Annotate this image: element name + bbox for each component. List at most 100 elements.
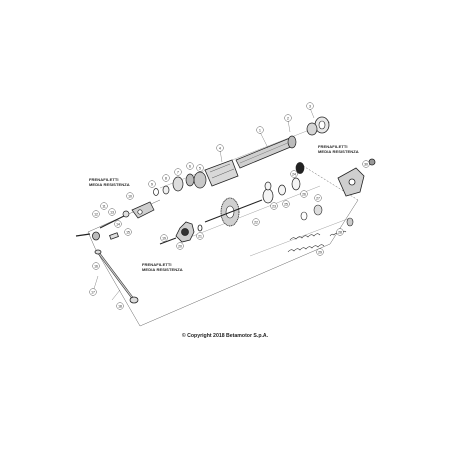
selector-fork bbox=[337, 158, 376, 197]
threadlocker-note-left-line2: MEDIA RESISTENZA bbox=[89, 182, 130, 187]
callout-circle bbox=[362, 160, 370, 168]
callout-circle bbox=[92, 262, 100, 270]
callout-circle bbox=[160, 234, 168, 242]
threadlocker-note-right: FRENAFILETTI MEDIA RESISTENZA bbox=[318, 144, 359, 154]
bearing-upper bbox=[306, 116, 330, 136]
shift-shaft bbox=[75, 231, 139, 304]
callout-19: 19 bbox=[160, 234, 168, 242]
callout-4: 4 bbox=[216, 144, 224, 152]
assembly-frame bbox=[87, 163, 359, 327]
callout-8: 8 bbox=[162, 174, 170, 182]
callout-label: 6 bbox=[189, 164, 191, 168]
callout-label: 1 bbox=[259, 128, 261, 132]
gear-large bbox=[204, 197, 263, 227]
callout-circle bbox=[176, 242, 184, 250]
callout-label: 18 bbox=[118, 304, 122, 308]
left-gears bbox=[153, 173, 195, 196]
callout-label: 19 bbox=[162, 236, 166, 240]
callout-circle bbox=[186, 162, 194, 170]
callout-circle bbox=[148, 180, 156, 188]
callout-circle bbox=[108, 208, 116, 216]
main-shaft bbox=[235, 135, 297, 169]
callout-circle bbox=[284, 114, 292, 122]
threadlocker-note-right-line2: MEDIA RESISTENZA bbox=[318, 149, 359, 154]
callout-label: 29 bbox=[318, 250, 322, 254]
callout-15: 15 bbox=[124, 228, 132, 236]
callout-circle bbox=[314, 194, 322, 202]
callout-10: 10 bbox=[126, 192, 134, 200]
callout-circle bbox=[116, 302, 124, 310]
threadlocker-note-right-line1: FRENAFILETTI bbox=[318, 144, 348, 149]
callout-label: 23 bbox=[272, 204, 276, 208]
callout-25: 25 bbox=[282, 200, 290, 208]
threadlocker-note-center-line2: MEDIA RESISTENZA bbox=[142, 267, 183, 272]
callout-circle bbox=[89, 288, 97, 296]
callout-20: 20 bbox=[176, 242, 184, 250]
callout-circle bbox=[270, 202, 278, 210]
callout-label: 16 bbox=[94, 264, 98, 268]
callout-circle bbox=[290, 170, 298, 178]
callout-11: 11 bbox=[100, 202, 108, 210]
callout-17: 17 bbox=[89, 288, 97, 296]
callout-5: 5 bbox=[196, 164, 204, 172]
shift-lever bbox=[99, 201, 155, 229]
callout-label: 7 bbox=[177, 170, 179, 174]
callout-1: 1 bbox=[256, 126, 264, 134]
callout-label: 5 bbox=[199, 166, 201, 170]
callout-circle bbox=[336, 228, 344, 236]
callout-circle bbox=[306, 102, 314, 110]
washers-center bbox=[262, 162, 305, 204]
callout-circle bbox=[282, 200, 290, 208]
callout-9: 9 bbox=[148, 180, 156, 188]
callout-label: 15 bbox=[126, 230, 130, 234]
callout-circle bbox=[196, 164, 204, 172]
callout-circle bbox=[114, 220, 122, 228]
callout-30: 30 bbox=[362, 160, 370, 168]
callout-label: 13 bbox=[110, 210, 114, 214]
callout-6: 6 bbox=[186, 162, 194, 170]
callout-label: 24 bbox=[292, 172, 296, 176]
callout-label: 9 bbox=[151, 182, 153, 186]
springs bbox=[287, 204, 354, 253]
callout-label: 22 bbox=[254, 220, 258, 224]
callout-16: 16 bbox=[92, 262, 100, 270]
callout-label: 4 bbox=[219, 146, 221, 150]
threadlocker-note-left-line1: FRENAFILETTI bbox=[89, 177, 119, 182]
callout-label: 2 bbox=[287, 116, 289, 120]
callout-28: 28 bbox=[336, 228, 344, 236]
callout-circle bbox=[126, 192, 134, 200]
callout-14: 14 bbox=[114, 220, 122, 228]
callout-label: 25 bbox=[284, 202, 288, 206]
callout-7: 7 bbox=[174, 168, 182, 176]
leader-lines bbox=[92, 107, 315, 301]
callout-label: 21 bbox=[198, 234, 202, 238]
callout-label: 17 bbox=[91, 290, 95, 294]
callout-label: 30 bbox=[364, 162, 368, 166]
callout-circle bbox=[216, 144, 224, 152]
callout-circle bbox=[92, 210, 100, 218]
callout-label: 27 bbox=[316, 196, 320, 200]
callout-24: 24 bbox=[290, 170, 298, 178]
callout-27: 27 bbox=[314, 194, 322, 202]
callout-12: 12 bbox=[92, 210, 100, 218]
callout-label: 11 bbox=[102, 204, 106, 208]
star-cam bbox=[159, 221, 203, 245]
callout-21: 21 bbox=[196, 232, 204, 240]
callout-3: 3 bbox=[306, 102, 314, 110]
callout-circle bbox=[100, 202, 108, 210]
callout-label: 10 bbox=[128, 194, 132, 198]
callout-label: 12 bbox=[94, 212, 98, 216]
callout-circle bbox=[174, 168, 182, 176]
threadlocker-note-center: FRENAFILETTI MEDIA RESISTENZA bbox=[142, 262, 183, 272]
callout-label: 20 bbox=[178, 244, 182, 248]
callout-13: 13 bbox=[108, 208, 116, 216]
callout-18: 18 bbox=[116, 302, 124, 310]
callout-circle bbox=[300, 190, 308, 198]
selector-drum bbox=[193, 159, 239, 189]
callout-23: 23 bbox=[270, 202, 278, 210]
callout-circle bbox=[316, 248, 324, 256]
callout-26: 26 bbox=[300, 190, 308, 198]
copyright-notice: © Copyright 2018 Betamotor S.p.A. bbox=[181, 333, 269, 339]
